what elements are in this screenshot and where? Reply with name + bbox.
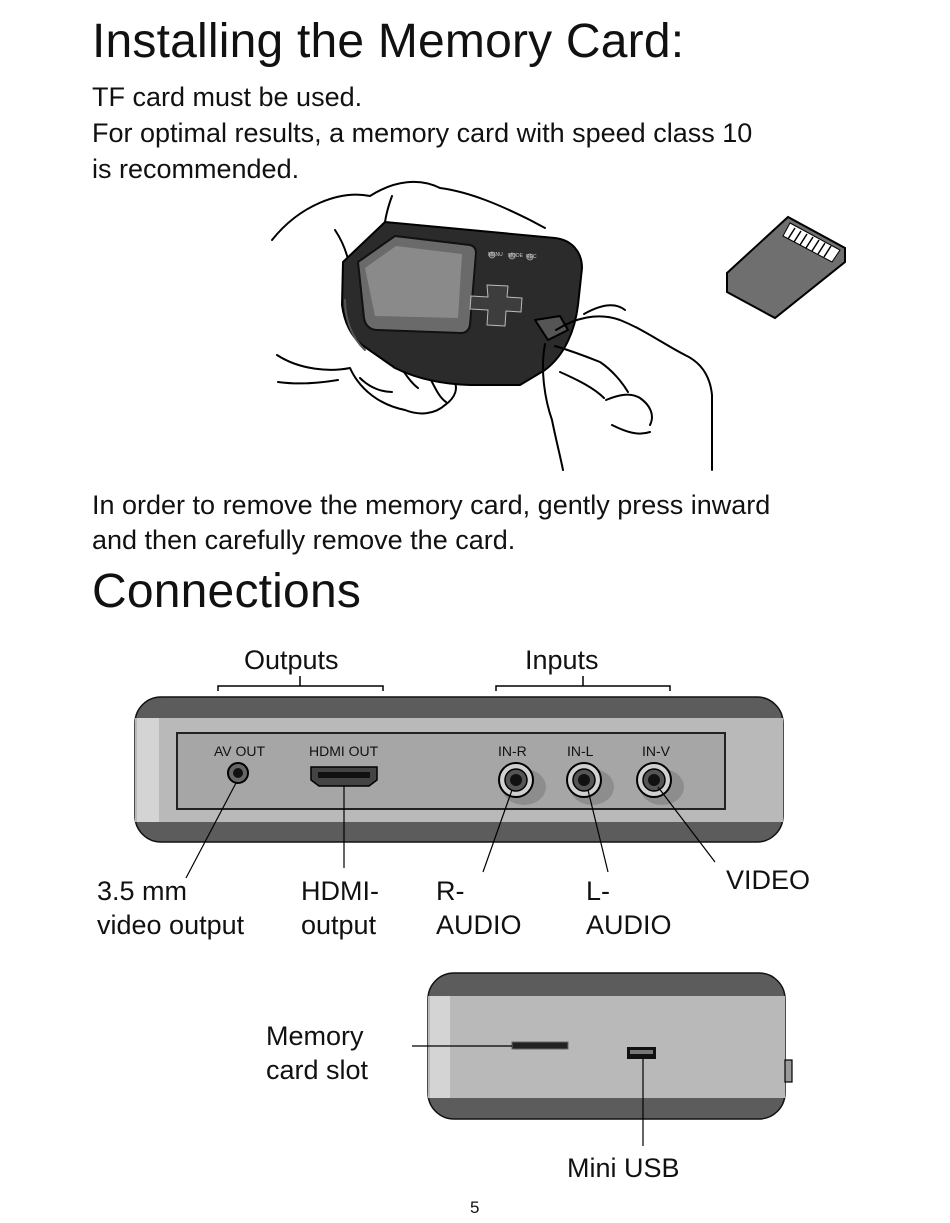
outputs-label: Outputs	[244, 645, 339, 675]
inputs-label: Inputs	[525, 645, 599, 675]
hdmi-port-icon	[310, 766, 378, 787]
callout-l-line2: AUDIO	[586, 910, 672, 940]
side-panel	[427, 972, 793, 1120]
in-v-jack-icon	[636, 762, 684, 805]
microsd-card-icon	[726, 215, 846, 320]
in-l-jack-icon	[566, 762, 614, 805]
intro-line-1: TF card must be used.	[92, 82, 363, 112]
callout-r-line2: AUDIO	[436, 910, 522, 940]
callout-lines	[185, 782, 716, 879]
callout-r-line1: R-	[436, 876, 465, 906]
callout-l-line1: L-	[586, 876, 611, 906]
outputs-bracket	[217, 676, 384, 691]
connections-title: Connections	[92, 565, 362, 618]
device-mode-label: MODE	[508, 253, 523, 259]
callout-slot-line1: Memory	[266, 1021, 364, 1051]
port-label-in-v: IN-V	[642, 743, 670, 759]
callout-slot-line2: card slot	[266, 1055, 369, 1085]
callout-av-line1: 3.5 mm	[97, 876, 188, 906]
remove-line-1: In order to remove the memory card, gent…	[92, 490, 771, 520]
page-title: Installing the Memory Card:	[92, 15, 685, 68]
device-menu-label: MENU	[488, 252, 503, 258]
port-label-in-l: IN-L	[567, 743, 594, 759]
page-number: 5	[470, 1198, 480, 1217]
memory-card-slot-icon	[511, 1041, 569, 1050]
inputs-bracket	[495, 676, 671, 691]
mini-usb-port-icon	[627, 1047, 656, 1059]
remove-line-2: and then carefully remove the card.	[92, 525, 516, 555]
callout-hdmi-line1: HDMI-	[301, 876, 379, 906]
callout-mini-usb: Mini USB	[567, 1153, 680, 1183]
hand-insert-illustration	[271, 180, 713, 471]
intro-line-2: For optimal results, a memory card with …	[92, 118, 753, 148]
device-rec-label: REC	[526, 254, 537, 260]
port-label-hdmi-out: HDMI OUT	[309, 743, 379, 759]
port-label-av-out: AV OUT	[214, 743, 266, 759]
port-label-in-r: IN-R	[498, 743, 527, 759]
callout-hdmi-line2: output	[301, 910, 377, 940]
front-panel	[134, 696, 784, 843]
side-callout-lines	[412, 1045, 644, 1146]
in-r-jack-icon	[498, 762, 546, 805]
callout-video: VIDEO	[726, 865, 811, 895]
callout-av-line2: video output	[97, 910, 245, 940]
intro-line-3: is recommended.	[92, 154, 300, 184]
av-out-jack-icon	[227, 762, 249, 784]
